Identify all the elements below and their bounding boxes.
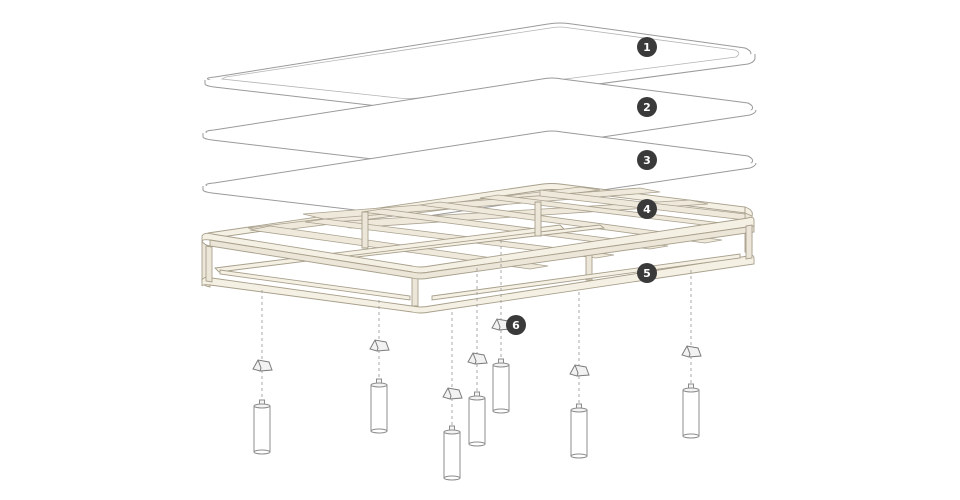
svg-text:4: 4 — [643, 203, 651, 216]
base-frame — [201, 183, 755, 314]
legs — [253, 358, 700, 481]
leg-bracket — [681, 345, 702, 358]
callouts: 1 2 3 4 5 6 — [506, 37, 657, 335]
callout-2: 2 — [637, 97, 657, 117]
leg-bracket — [569, 364, 590, 377]
leg-brackets — [252, 318, 702, 400]
leg — [492, 358, 510, 414]
top-panel — [204, 22, 756, 110]
leg — [370, 378, 388, 434]
leg-bracket — [442, 387, 463, 400]
callout-6: 6 — [506, 315, 526, 335]
svg-text:3: 3 — [643, 154, 651, 167]
leg — [253, 399, 271, 455]
callout-4: 4 — [637, 199, 657, 219]
leg — [443, 425, 461, 481]
svg-text:2: 2 — [643, 101, 651, 114]
svg-text:6: 6 — [512, 319, 520, 332]
callout-5: 5 — [637, 263, 657, 283]
guide-lines — [261, 240, 692, 428]
leg — [682, 383, 700, 439]
leg — [570, 403, 588, 459]
callout-3: 3 — [637, 150, 657, 170]
leg-bracket — [252, 359, 273, 372]
callout-1: 1 — [637, 37, 657, 57]
leg-bracket — [467, 352, 488, 365]
leg-bracket — [369, 339, 390, 352]
svg-text:1: 1 — [643, 41, 651, 54]
leg — [468, 391, 486, 447]
svg-text:5: 5 — [643, 267, 651, 280]
